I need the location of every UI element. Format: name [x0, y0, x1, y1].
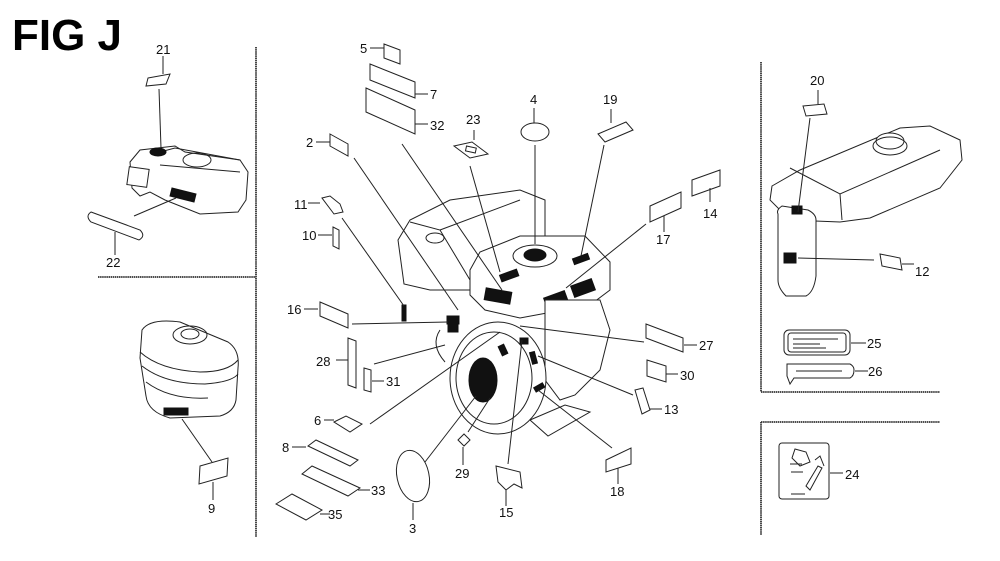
decal-30-shape: [646, 359, 667, 383]
callout-4: 4: [530, 92, 537, 107]
callout-8: 8: [282, 440, 289, 455]
decal-22-shape: [87, 211, 144, 241]
small-fuel-tank: 22 21: [87, 42, 249, 270]
callout-33: 33: [371, 483, 385, 498]
air-cleaner-cover: 9: [139, 320, 239, 516]
callout-21: 21: [156, 42, 170, 57]
decal-27-shape: [645, 323, 684, 353]
callout-5: 5: [360, 41, 367, 56]
center-callouts: 5 7 32 2 23 4 19 14: [275, 41, 721, 536]
decal-33-shape: [301, 465, 362, 497]
callout-2: 2: [306, 135, 313, 150]
decal-24-shape: [778, 442, 830, 500]
decal-26-shape: [786, 363, 855, 386]
decal-12-shape: [879, 253, 903, 271]
callout-20: 20: [810, 73, 824, 88]
callout-23: 23: [466, 112, 480, 127]
decal-15-shape: [495, 465, 523, 491]
decal-7-shape: [369, 63, 416, 99]
callout-31: 31: [386, 374, 400, 389]
decal-17-shape: [649, 191, 682, 223]
callout-32: 32: [430, 118, 444, 133]
decal-16-shape: [319, 301, 349, 329]
callout-16: 16: [287, 302, 301, 317]
decal-6-shape: [332, 415, 363, 433]
decal-29-shape: [457, 433, 471, 447]
decal-5-shape: [383, 43, 401, 65]
decal-18-shape: [605, 447, 632, 473]
figure-title: FIG J: [12, 11, 123, 60]
callout-24: 24: [845, 467, 859, 482]
callout-35: 35: [328, 507, 342, 522]
panel-dividers: [98, 47, 940, 537]
callout-18: 18: [610, 484, 624, 499]
decal-20-shape: [802, 103, 828, 117]
decal-35-shape: [275, 493, 323, 521]
callout-9: 9: [208, 501, 215, 516]
engine-assembly: [397, 189, 611, 437]
callout-17: 17: [656, 232, 670, 247]
callout-19: 19: [603, 92, 617, 107]
callout-12: 12: [915, 264, 929, 279]
warning-label-24: 24: [778, 442, 859, 500]
decal-19-shape: [597, 121, 634, 143]
decal-10-shape: [332, 226, 340, 250]
decal-2-shape: [329, 133, 349, 157]
decal-23-shape: [452, 141, 490, 159]
callout-6: 6: [314, 413, 321, 428]
decal-25-shape: [783, 329, 851, 356]
callout-26: 26: [868, 364, 882, 379]
callout-3: 3: [409, 521, 416, 536]
callout-14: 14: [703, 206, 717, 221]
callout-30: 30: [680, 368, 694, 383]
decal-28-shape: [347, 337, 357, 389]
callout-27: 27: [699, 338, 713, 353]
decal-31-shape: [363, 367, 372, 393]
decal-21-shape: [145, 73, 171, 87]
callout-7: 7: [430, 87, 437, 102]
callout-10: 10: [302, 228, 316, 243]
decal-4-shape: [520, 122, 550, 142]
decal-8-shape: [307, 439, 359, 467]
decal-14-shape: [691, 169, 721, 197]
decal-3-shape: [395, 449, 431, 503]
decal-13-shape: [634, 387, 651, 415]
callout-28: 28: [316, 354, 330, 369]
callout-29: 29: [455, 466, 469, 481]
decal-32-shape: [365, 87, 416, 135]
large-fuel-tank: 12 20 25 26: [769, 73, 963, 386]
callout-11: 11: [294, 197, 308, 212]
callout-13: 13: [664, 402, 678, 417]
decal-9-shape: [198, 457, 229, 485]
decal-11-shape: [321, 195, 344, 215]
callout-22: 22: [106, 255, 120, 270]
callout-15: 15: [499, 505, 513, 520]
callout-25: 25: [867, 336, 881, 351]
